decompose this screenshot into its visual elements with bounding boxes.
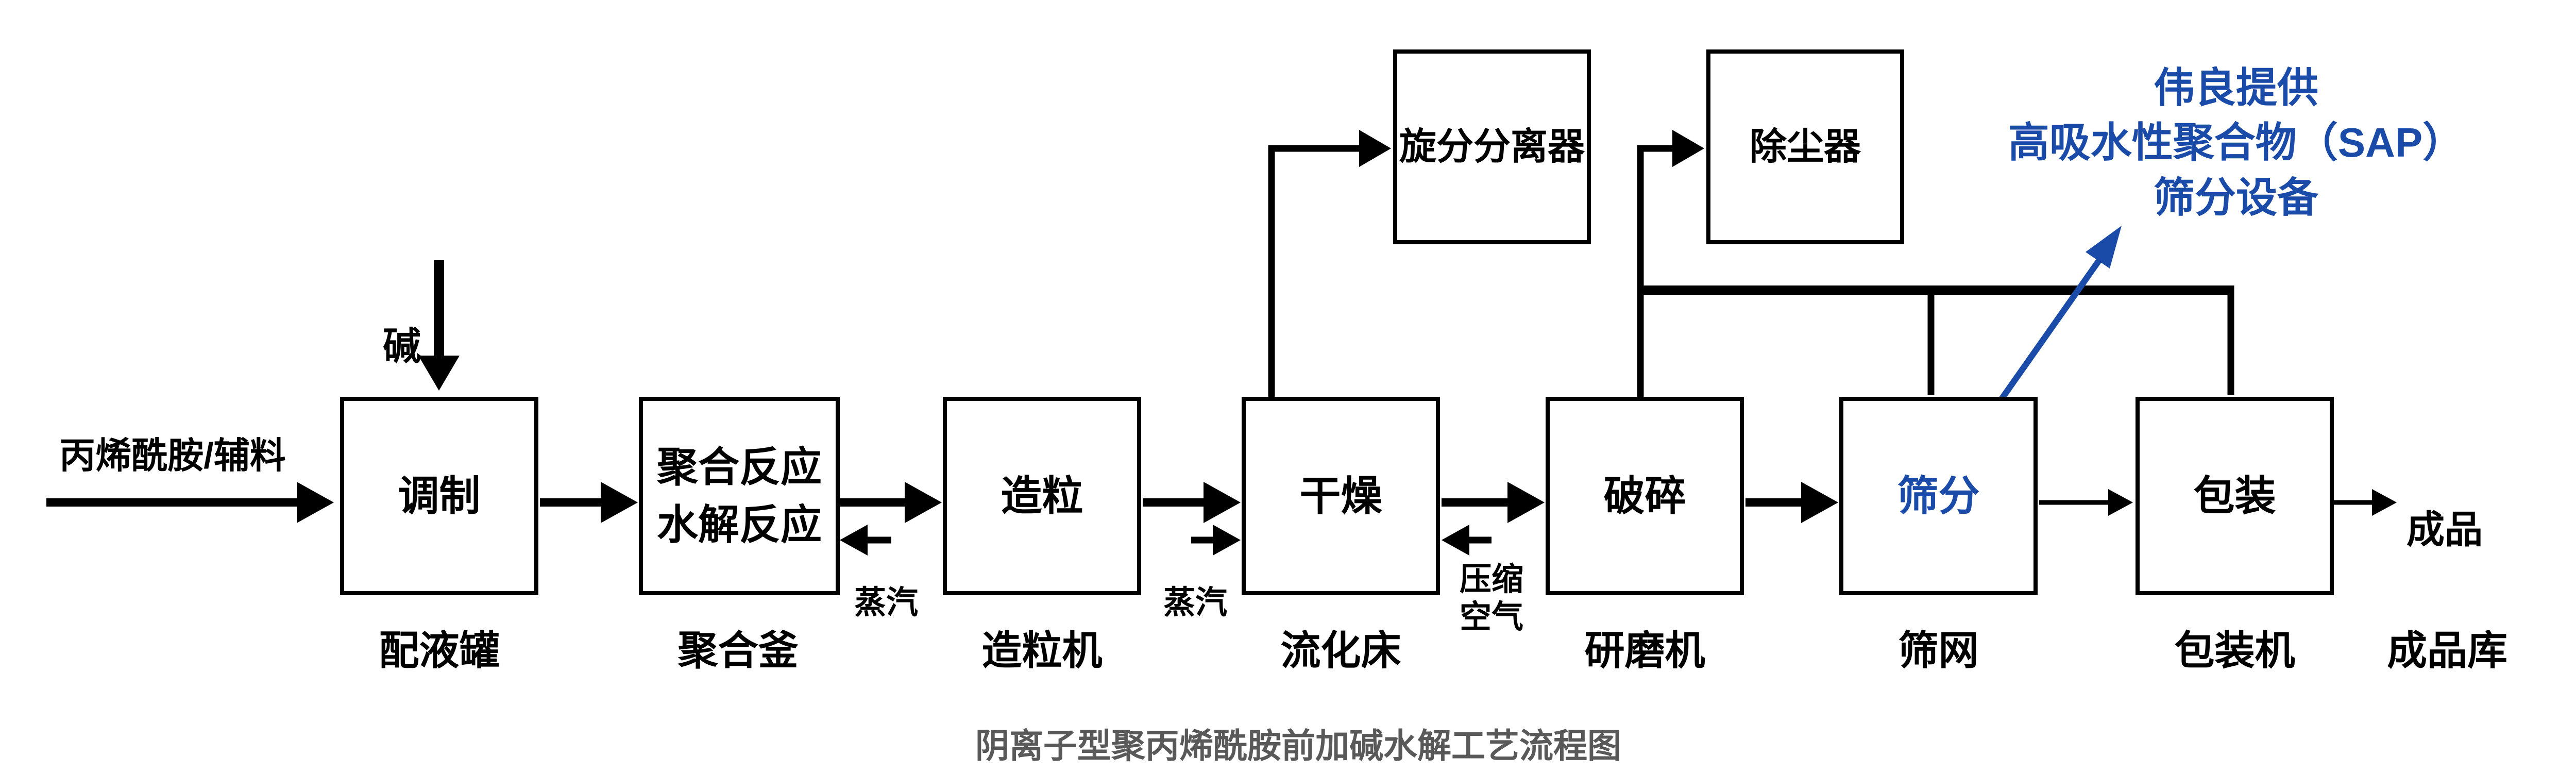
process-box-crushing: 破碎 [1546,397,1744,595]
aux-box-dust-collector-label: 除尘器 [1749,126,1861,167]
equipment-label-polymerization: 聚合釜 [677,628,799,673]
process-box-packing: 包装 [2136,397,2334,595]
process-box-drying: 干燥 [1242,397,1440,595]
compressed-air-label: 压缩 空气 [1453,561,1530,636]
compressed-air-label-line1: 压缩 [1459,562,1523,597]
dryer-to-cyclone-line [1268,130,1391,397]
compressed-air-arrow-icon [1442,525,1492,556]
steam-arrow-polymerizer-icon [840,525,891,556]
alkali-arrow-icon [418,260,460,391]
flow-arrow-screening-packing [2039,489,2133,516]
steam-label-dryer: 蒸汽 [1163,585,1227,620]
product-label: 成品 [2406,508,2483,551]
process-box-crushing-label: 破碎 [1603,473,1686,519]
vendor-annotation-line1: 伟良提供 [2154,65,2318,111]
aux-box-dust-collector: 除尘器 [1706,49,1904,244]
vendor-annotation: 伟良提供 高吸水性聚合物（SAP） 筛分设备 [1999,61,2473,225]
feed-arrow-icon [46,482,334,523]
process-box-screening: 筛分 [1839,397,2038,595]
alkali-stream-label: 碱 [383,325,421,367]
diagram-title: 阴离子型聚丙烯酰胺前加碱水解工艺流程图 [975,727,1621,765]
aux-box-cyclone-separator-label: 旋分分离器 [1399,126,1585,167]
equipment-label-conditioning: 配液罐 [379,628,500,673]
flow-arrow-polymerization-granulation [840,482,942,523]
flow-arrow-drying-crushing [1442,482,1545,523]
process-box-polymerization: 聚合反应 水解反应 [639,397,840,595]
flow-arrow-granulation-drying [1143,482,1241,523]
process-box-screening-label: 筛分 [1897,473,1980,519]
steam-label-polymerizer: 蒸汽 [854,585,918,620]
flow-arrow-crushing-screening [1745,482,1838,523]
process-box-drying-label: 干燥 [1299,473,1382,519]
feed-stream-label: 丙烯酰胺/辅料 [59,435,286,476]
process-box-polymerization-label-line1: 聚合反应 [657,444,822,490]
equipment-label-crushing: 研磨机 [1584,628,1705,673]
steam-arrow-dryer-icon [1191,525,1241,556]
aux-box-cyclone-separator: 旋分分离器 [1393,49,1591,244]
process-box-conditioning: 调制 [340,397,538,595]
vendor-annotation-line3: 筛分设备 [2154,174,2318,221]
process-box-granulation-label: 造粒 [1001,473,1083,519]
crusher-to-dust-collector-line [1637,130,1704,397]
process-box-packing-label: 包装 [2193,473,2276,519]
process-box-granulation: 造粒 [943,397,1141,595]
vendor-annotation-line2: 高吸水性聚合物（SAP） [2008,120,2464,166]
flow-arrow-conditioning-polymerization [540,482,638,523]
process-box-conditioning-label: 调制 [398,473,481,519]
dust-branch-line [1640,285,2234,395]
flow-arrow-packing-product [2330,489,2397,516]
equipment-label-screening: 筛网 [1898,628,1979,673]
compressed-air-label-line2: 空气 [1459,599,1523,635]
equipment-label-granulation: 造粒机 [981,628,1103,673]
process-box-polymerization-label-line2: 水解反应 [657,501,822,548]
equipment-label-packing: 包装机 [2174,628,2295,673]
equipment-label-drying: 流化床 [1280,628,1401,673]
warehouse-label: 成品库 [2386,628,2507,673]
